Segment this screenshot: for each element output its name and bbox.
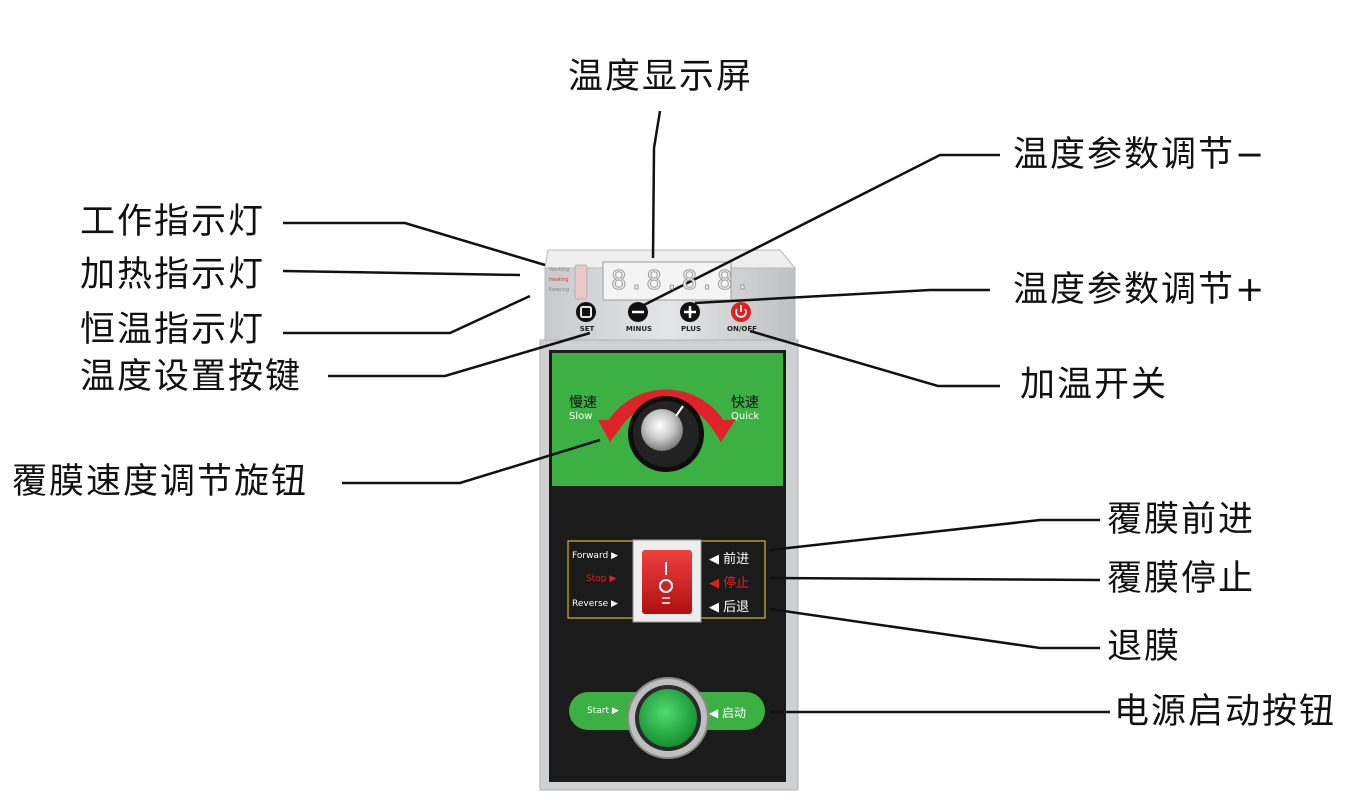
indicator-label-heating: Heating	[549, 277, 569, 283]
indicator-label-working: Working	[549, 267, 570, 273]
callout-reverse: 退膜	[1107, 627, 1182, 667]
plus-button[interactable]	[680, 302, 700, 322]
quick-label: 快速 Quick	[731, 396, 759, 424]
callout-forward: 覆膜前进	[1107, 500, 1256, 540]
callout-set-key: 温度设置按键	[80, 357, 303, 397]
callout-display: 温度显示屏	[568, 57, 754, 97]
stop-cn-text: 停止	[723, 576, 750, 591]
reverse-cn-text: 后退	[723, 600, 750, 615]
callout-stop: 覆膜停止	[1107, 559, 1256, 599]
indicator-label-keeping: Keeping	[549, 287, 570, 293]
stop-en: Stop ▶	[586, 574, 617, 584]
onoff-label: ON/OFF	[727, 325, 757, 333]
quick-cn: 快速	[731, 395, 759, 411]
stop-en-text: Stop	[586, 574, 607, 584]
reverse-cn: ◀ 后退	[709, 600, 750, 615]
minus-label: MINUS	[625, 325, 653, 333]
set-button[interactable]	[576, 302, 596, 322]
forward-cn-text: 前进	[723, 552, 750, 567]
start-cn: ◀ 启动	[709, 706, 747, 720]
plus-label: PLUS	[680, 325, 702, 333]
forward-en-text: Forward	[572, 551, 609, 561]
slow-cn: 慢速	[569, 395, 597, 411]
callout-plus: 温度参数调节+	[1013, 270, 1267, 310]
start-en-text: Start	[587, 706, 609, 716]
set-label: SET	[579, 325, 595, 333]
callout-heat-switch: 加温开关	[1020, 365, 1169, 405]
forward-en: Forward ▶	[572, 551, 618, 561]
callout-work-light: 工作指示灯	[80, 202, 266, 242]
slow-en: Slow	[569, 411, 593, 422]
speed-knob[interactable]	[628, 396, 704, 472]
minus-button[interactable]	[628, 302, 648, 322]
start-en: Start ▶	[587, 706, 619, 716]
callout-speed-knob: 覆膜速度调节旋钮	[12, 462, 309, 502]
quick-en: Quick	[731, 411, 760, 422]
slow-label: 慢速 Slow	[569, 396, 597, 424]
reverse-en: Reverse ▶	[572, 599, 618, 609]
start-button[interactable]	[627, 677, 709, 759]
o-icon	[659, 579, 673, 593]
start-cn-text: 启动	[722, 706, 747, 720]
callout-power-button: 电源启动按钮	[1114, 692, 1337, 732]
onoff-button[interactable]	[731, 302, 751, 322]
forward-cn: ◀ 前进	[709, 552, 750, 567]
indicator-panel	[574, 264, 588, 300]
leader-lines	[282, 110, 1110, 714]
callout-const-light: 恒温指示灯	[80, 310, 266, 350]
indicator-labels: Working Heating Keeping	[549, 265, 569, 295]
display-digits: 8.8.8.8.	[611, 266, 753, 297]
callout-heat-light: 加热指示灯	[80, 255, 266, 295]
rocker-switch[interactable]	[632, 539, 702, 623]
callout-minus: 温度参数调节−	[1013, 135, 1267, 175]
reverse-en-text: Reverse	[572, 599, 609, 609]
stop-cn: ◀ 停止	[709, 576, 750, 591]
